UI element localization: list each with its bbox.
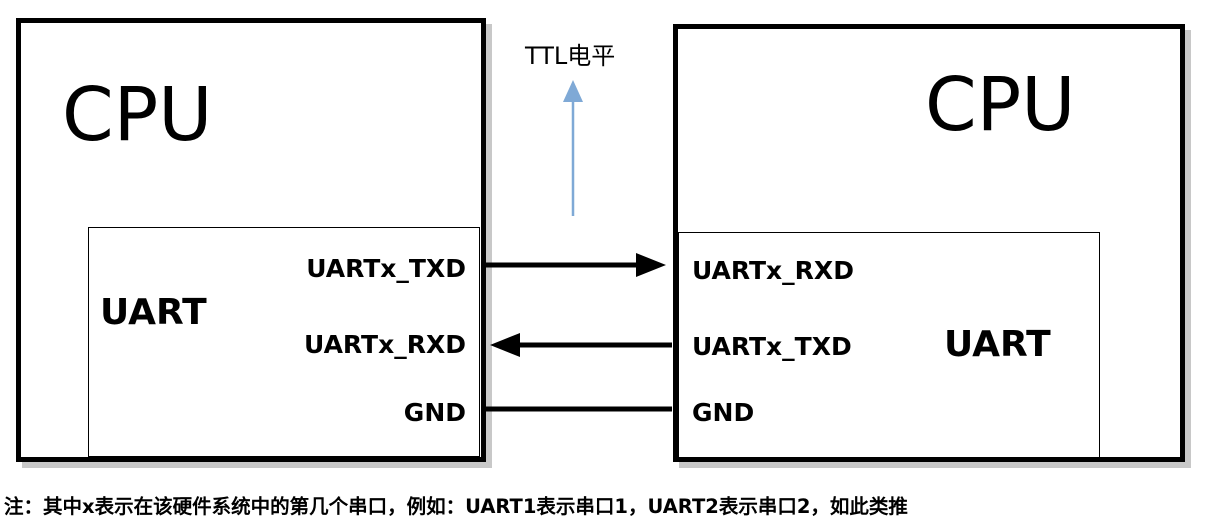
left-pin-gnd: GND	[403, 398, 466, 427]
right-pin-rxd: UARTx_RXD	[692, 256, 854, 285]
left-pin-txd: UARTx_TXD	[306, 254, 466, 283]
right-uart-block	[678, 232, 1100, 458]
left-uart-title: UART	[100, 292, 207, 333]
right-pin-txd: UARTx_TXD	[692, 332, 852, 361]
txd-to-rxd-arrow	[486, 253, 666, 277]
right-pin-gnd: GND	[692, 398, 755, 427]
rxd-from-txd-arrow	[490, 333, 672, 357]
right-uart-title: UART	[944, 324, 1051, 365]
right-cpu-title: CPU	[925, 62, 1076, 148]
left-cpu-title: CPU	[62, 72, 213, 158]
footnote: 注：其中x表示在该硬件系统中的第几个串口，例如：UART1表示串口1，UART2…	[4, 495, 908, 518]
left-uart-block	[88, 227, 480, 457]
ttl-level-arrow	[563, 80, 583, 216]
ttl-level-label: TTL电平	[525, 42, 616, 70]
left-pin-rxd: UARTx_RXD	[304, 330, 466, 359]
